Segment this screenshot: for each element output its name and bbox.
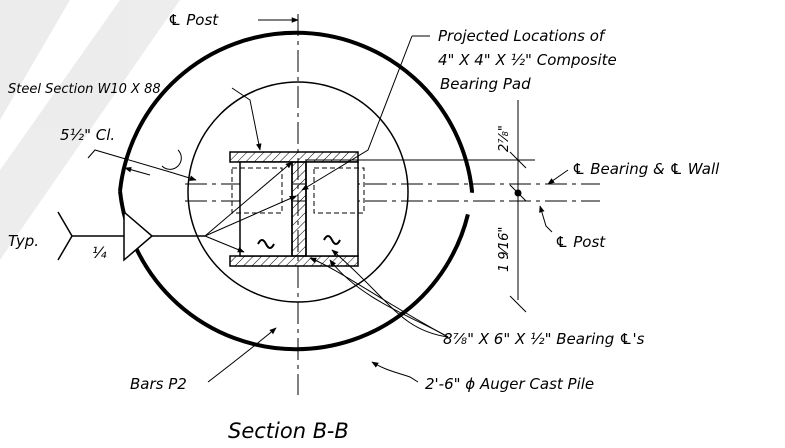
projected-label-line-3: Bearing Pad	[440, 75, 531, 93]
dimension-upper: 2⅞"	[497, 125, 512, 152]
section-title: Section B-B	[228, 419, 349, 443]
cl-post-right-label: ℄ Post	[555, 233, 606, 251]
steel-section	[229, 151, 359, 267]
projected-label-line-2: 4" X 4" X ½" Composite	[438, 51, 617, 69]
dimension-lines	[305, 100, 535, 313]
typ-label: Typ.	[8, 232, 39, 250]
bars-label: Bars P2	[130, 375, 187, 393]
leader-lines	[87, 17, 569, 383]
bearing-wall-label: ℄ Bearing & ℄ Wall	[572, 160, 720, 178]
watermark	[0, 0, 180, 260]
clearance-label: 5½" Cl.	[60, 126, 115, 144]
weld-symbol	[57, 210, 205, 262]
pile-outer-circle	[118, 30, 475, 352]
bearing-plates-label: 8⅞" X 6" X ½" Bearing ℄'s	[443, 330, 645, 348]
steel-section-label: Steel Section W10 X 88	[8, 82, 161, 97]
dimension-lower: 1 9⁄16"	[497, 227, 512, 272]
weld-size-label: ¼	[92, 244, 107, 262]
plate-marks	[257, 235, 341, 249]
projected-label-line-1: Projected Locations of	[438, 27, 607, 45]
cl-post-top-label: ℄ Post	[168, 11, 219, 29]
pile-label: 2'-6" ϕ Auger Cast Pile	[425, 375, 594, 393]
